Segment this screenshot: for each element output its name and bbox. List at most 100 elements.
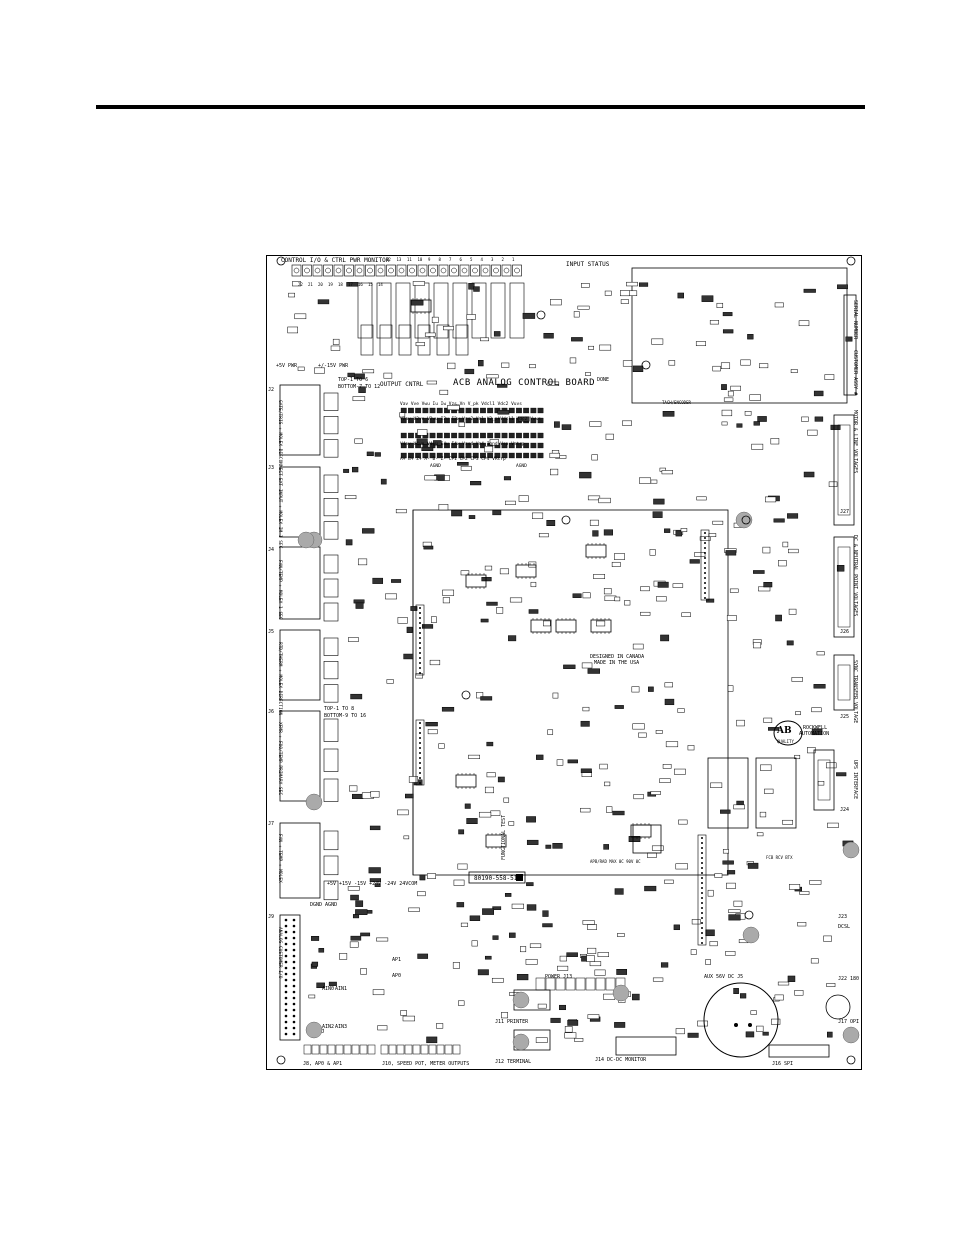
terminal-pin [470,264,480,277]
header-pin [419,647,421,649]
molex-latch [323,521,339,540]
smd-component [369,825,381,831]
smd-component [587,668,600,674]
pin [292,1032,296,1036]
test-point [444,442,450,449]
smd-component [614,1022,626,1028]
smd-component [782,541,789,548]
smd-component [399,412,406,418]
smd-component [599,344,612,351]
left-connector-text: GATE/TRIG + MOLEX DISCONNECT [277,400,282,476]
test-point [472,452,479,459]
signal-row-0: Vav Vve Vwu Iu Iw Vzs Vn V_pk Vdcl1 Vdc2… [400,402,522,407]
test-point [429,432,436,439]
molex-latch [323,637,339,656]
smd-component [587,495,601,501]
test-point [523,407,530,414]
smd-component [758,586,771,592]
smd-component [706,598,715,603]
relay [452,282,468,339]
header-pin [701,922,703,924]
smd-component [763,582,773,588]
smd-component [550,1017,561,1023]
smd-component [614,705,624,709]
pcb-diagram [276,256,860,1065]
smd-component [439,389,449,395]
smd-component [297,366,305,371]
header-pin [701,867,703,869]
smd-component [550,468,559,476]
test-point [501,452,508,459]
smd-component [406,626,413,633]
test-point [436,432,443,439]
smd-component [677,292,684,299]
smd-component [526,904,537,911]
smd-component [458,421,465,427]
smd-component [314,367,325,374]
bottom-7-to-12-label: BOTTOM-7 TO 12 [338,384,381,390]
smd-component [415,342,425,347]
terminal-hole [388,267,394,274]
terminal-pin [344,264,354,277]
smd-component [525,958,538,965]
smd-component [716,302,724,308]
smd-component [526,839,539,845]
smd-component [292,281,301,287]
smd-component [690,949,697,955]
cap-lead [734,1023,738,1027]
part-number-box [468,871,526,884]
test-point [537,452,544,459]
db-connector [833,654,855,711]
smd-component [441,706,455,712]
molex-latch [323,439,339,458]
smd-component [380,478,387,485]
smd-component [427,729,438,735]
smd-component [589,421,602,427]
test-point [480,417,486,424]
pin [292,930,296,934]
header-strip [415,604,425,676]
smd-component [408,776,419,783]
pin [284,990,288,994]
terminal-pin [323,264,333,277]
pin [292,1026,296,1030]
smd-component [486,741,494,747]
header-pin [704,592,706,594]
smd-component [328,981,337,986]
smd-component [370,790,380,798]
test-point [429,452,436,459]
smd-component [484,445,494,453]
terminal-pin [386,264,396,277]
test-point [472,442,479,449]
header-pin [704,537,706,539]
smd-component [722,860,734,865]
pin-number: 11 [407,257,412,262]
test-point [415,452,422,459]
agnd-label-b: AGND [516,464,527,469]
smd-component [354,438,363,444]
smd-component [811,707,822,713]
smd-component [598,497,611,504]
left-connector-text: EXT INPUT + MOLEX IM 1 SEC [277,478,282,549]
header-pin [701,837,703,839]
test-point [494,452,501,459]
smd-component [505,500,516,505]
smd-component [788,884,801,890]
smd-component [674,768,686,775]
functional-test-label: FUNCTIONAL TEST [501,814,507,860]
smd-component [722,329,734,334]
smd-component [657,581,669,588]
smd-component [730,385,741,391]
header-rule [96,105,865,109]
smd-component [604,781,611,787]
smd-component [810,958,819,964]
pin-number: 12 [386,257,391,262]
header-strip [697,834,707,946]
header-pin [419,662,421,664]
smd-component [349,785,358,792]
relay [433,282,449,339]
test-point [537,432,544,439]
smd-component [756,1025,764,1032]
smd-component [362,528,375,534]
smd-component [585,372,591,376]
